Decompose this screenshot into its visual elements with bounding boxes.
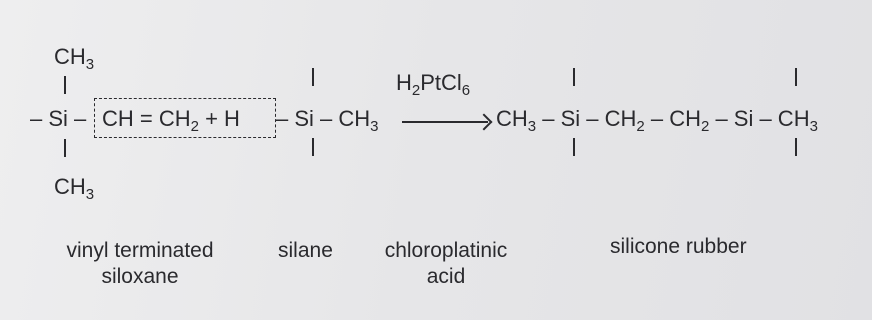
silicon-left: – Si – bbox=[30, 106, 87, 131]
label-silicone-rubber: silicone rubber bbox=[610, 235, 747, 258]
bond-product-bottom-2 bbox=[795, 138, 797, 156]
bond-silane-top bbox=[312, 68, 314, 86]
vinyl-group: CH = CH2 + H bbox=[102, 106, 240, 135]
label-silane: silane bbox=[278, 239, 333, 262]
reacting-groups-box bbox=[94, 98, 276, 138]
label-vinyl-siloxane: vinyl terminated siloxane bbox=[66, 239, 214, 288]
reaction-arrow bbox=[402, 121, 488, 123]
bond-product-bottom-1 bbox=[573, 138, 575, 156]
methyl-top: CH3 bbox=[54, 44, 95, 73]
bond-product-top-1 bbox=[573, 68, 575, 86]
catalyst-formula: H2PtCl6 bbox=[396, 70, 471, 99]
bond-product-top-2 bbox=[795, 68, 797, 86]
label-catalyst: chloroplatinic acid bbox=[384, 239, 508, 288]
bond-top-left bbox=[64, 76, 66, 94]
bond-silane-bottom bbox=[312, 138, 314, 156]
bond-bottom-left bbox=[64, 139, 66, 157]
product-formula: CH3 – Si – CH2 – CH2 – Si – CH3 bbox=[496, 106, 818, 135]
methyl-bottom: CH3 bbox=[54, 174, 95, 203]
silane-group: – Si – CH3 bbox=[276, 106, 379, 135]
